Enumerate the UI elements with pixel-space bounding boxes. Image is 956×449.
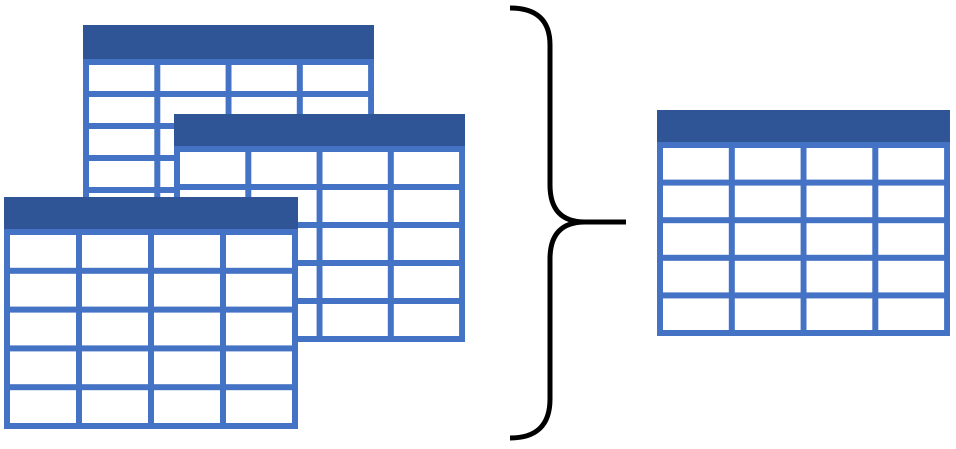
table-cell <box>154 273 220 307</box>
table-cell <box>322 266 388 298</box>
output-merged-table <box>657 110 950 336</box>
table-cell <box>231 65 297 91</box>
table-cell <box>226 312 292 346</box>
table-cell <box>806 185 873 218</box>
table-cell <box>226 235 292 268</box>
table-cell <box>393 190 460 222</box>
table-cell <box>806 223 873 255</box>
table-cell <box>154 235 220 268</box>
table-cell <box>878 298 945 330</box>
table-cell <box>226 351 292 385</box>
table-cell <box>663 298 729 330</box>
input-table-front <box>4 197 298 429</box>
table-cell <box>154 312 220 346</box>
table-header <box>4 197 298 229</box>
table-cell <box>226 273 292 307</box>
table-cell <box>734 148 801 180</box>
table-cell <box>82 390 148 423</box>
table-cell <box>322 304 388 336</box>
table-cell <box>878 260 945 293</box>
table-cell <box>302 65 369 91</box>
table-cell <box>322 152 388 184</box>
table-cell <box>393 228 460 260</box>
table-cell <box>226 390 292 423</box>
table-cell <box>393 152 460 184</box>
table-cell <box>89 129 155 155</box>
table-cell <box>154 351 220 385</box>
table-cell <box>878 185 945 218</box>
table-cell <box>734 185 801 218</box>
table-cell <box>160 65 226 91</box>
table-header <box>83 25 374 59</box>
table-cell <box>663 260 729 293</box>
table-cell <box>734 223 801 255</box>
table-cell <box>806 260 873 293</box>
table-cell <box>89 161 155 187</box>
table-frame <box>657 110 950 336</box>
curly-brace-connector <box>509 5 626 441</box>
table-cell <box>10 312 76 346</box>
table-cell <box>89 97 155 123</box>
table-header <box>174 114 465 146</box>
table-cell <box>89 65 155 91</box>
table-cell <box>82 235 148 268</box>
table-cell <box>663 148 729 180</box>
table-cell <box>322 190 388 222</box>
table-cell <box>663 185 729 218</box>
table-cell <box>10 351 76 385</box>
table-cell <box>806 298 873 330</box>
table-cell <box>154 390 220 423</box>
table-cell <box>10 273 76 307</box>
table-cell <box>251 152 317 184</box>
table-cell <box>806 148 873 180</box>
table-cell <box>878 223 945 255</box>
table-cell <box>180 152 246 184</box>
table-cell <box>82 351 148 385</box>
table-cell <box>322 228 388 260</box>
table-cell <box>663 223 729 255</box>
table-cell <box>734 260 801 293</box>
table-cell <box>393 266 460 298</box>
table-cell <box>10 235 76 268</box>
table-cell <box>82 273 148 307</box>
table-header <box>657 110 950 142</box>
table-cell <box>878 148 945 180</box>
table-cell <box>393 304 460 336</box>
table-cell <box>734 298 801 330</box>
table-cell <box>82 312 148 346</box>
table-cell <box>10 390 76 423</box>
